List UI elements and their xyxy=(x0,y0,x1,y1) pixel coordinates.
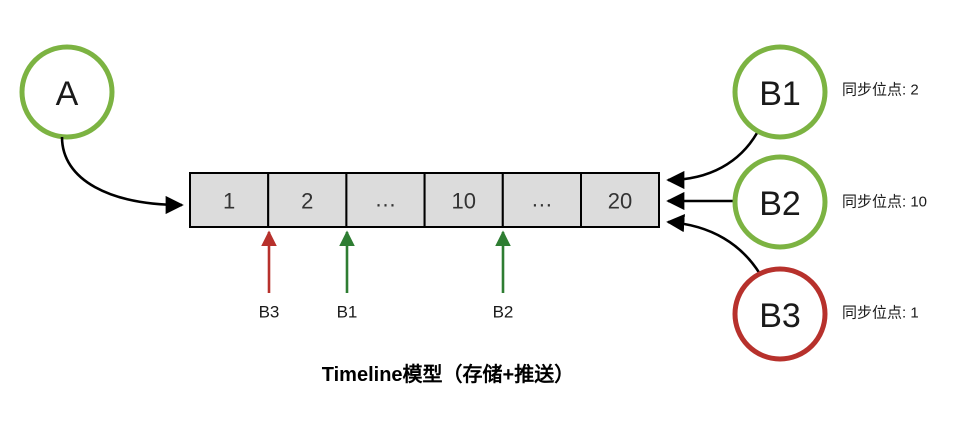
producer-circle-a xyxy=(19,44,115,140)
timeline-cell-label-4: … xyxy=(531,187,553,212)
tick-label-b3: B3 xyxy=(259,303,280,322)
consumer-circle-b1 xyxy=(732,44,828,140)
timeline-cell-label-0: 1 xyxy=(223,189,235,214)
sync-position-b1: 同步位点: 2 xyxy=(842,82,919,99)
timeline-cell-label-5: 20 xyxy=(608,189,632,214)
timeline-cell-0[interactable] xyxy=(189,172,270,228)
tick-marker-b3: B3 xyxy=(259,230,280,322)
timeline-cell-label-1: 2 xyxy=(301,189,313,214)
diagram-caption: Timeline模型（存储+推送） xyxy=(322,362,574,386)
consumer-node-b2[interactable]: B2 xyxy=(732,154,828,250)
timeline-cell-3[interactable] xyxy=(423,172,504,228)
timeline-cell-1[interactable] xyxy=(267,172,348,228)
tick-label-b1: B1 xyxy=(337,303,358,322)
consumer-b1-to-timeline-arrow xyxy=(666,132,759,190)
timeline-cell-label-2: … xyxy=(375,187,397,212)
timeline-cell-4[interactable] xyxy=(501,172,582,228)
consumer-label-b2: B2 xyxy=(759,185,801,223)
timeline-cell-2[interactable] xyxy=(345,172,426,228)
consumer-label-b3: B3 xyxy=(759,297,801,335)
consumer-label-b1: B1 xyxy=(759,75,801,113)
consumer-circle-b3 xyxy=(732,266,828,362)
sync-position-b2: 同步位点: 10 xyxy=(842,194,927,211)
consumer-node-b3[interactable]: B3 xyxy=(732,266,828,362)
sync-position-b3: 同步位点: 1 xyxy=(842,305,919,322)
tick-marker-b2: B2 xyxy=(493,230,514,322)
timeline-cell-label-3: 10 xyxy=(451,189,475,214)
tick-marker-b1: B1 xyxy=(337,230,358,322)
producer-node-a[interactable]: A xyxy=(19,44,115,140)
producer-label-a: A xyxy=(56,75,79,113)
timeline-cell-5[interactable] xyxy=(580,172,660,228)
tick-label-b2: B2 xyxy=(493,303,514,322)
consumer-node-b1[interactable]: B1 xyxy=(732,44,828,140)
timeline-track: 1 2 … 10 … 20 xyxy=(189,172,660,228)
consumer-b3-to-timeline-arrow xyxy=(666,214,762,275)
consumer-circle-b2 xyxy=(732,154,828,250)
producer-to-timeline-arrow xyxy=(60,136,184,215)
